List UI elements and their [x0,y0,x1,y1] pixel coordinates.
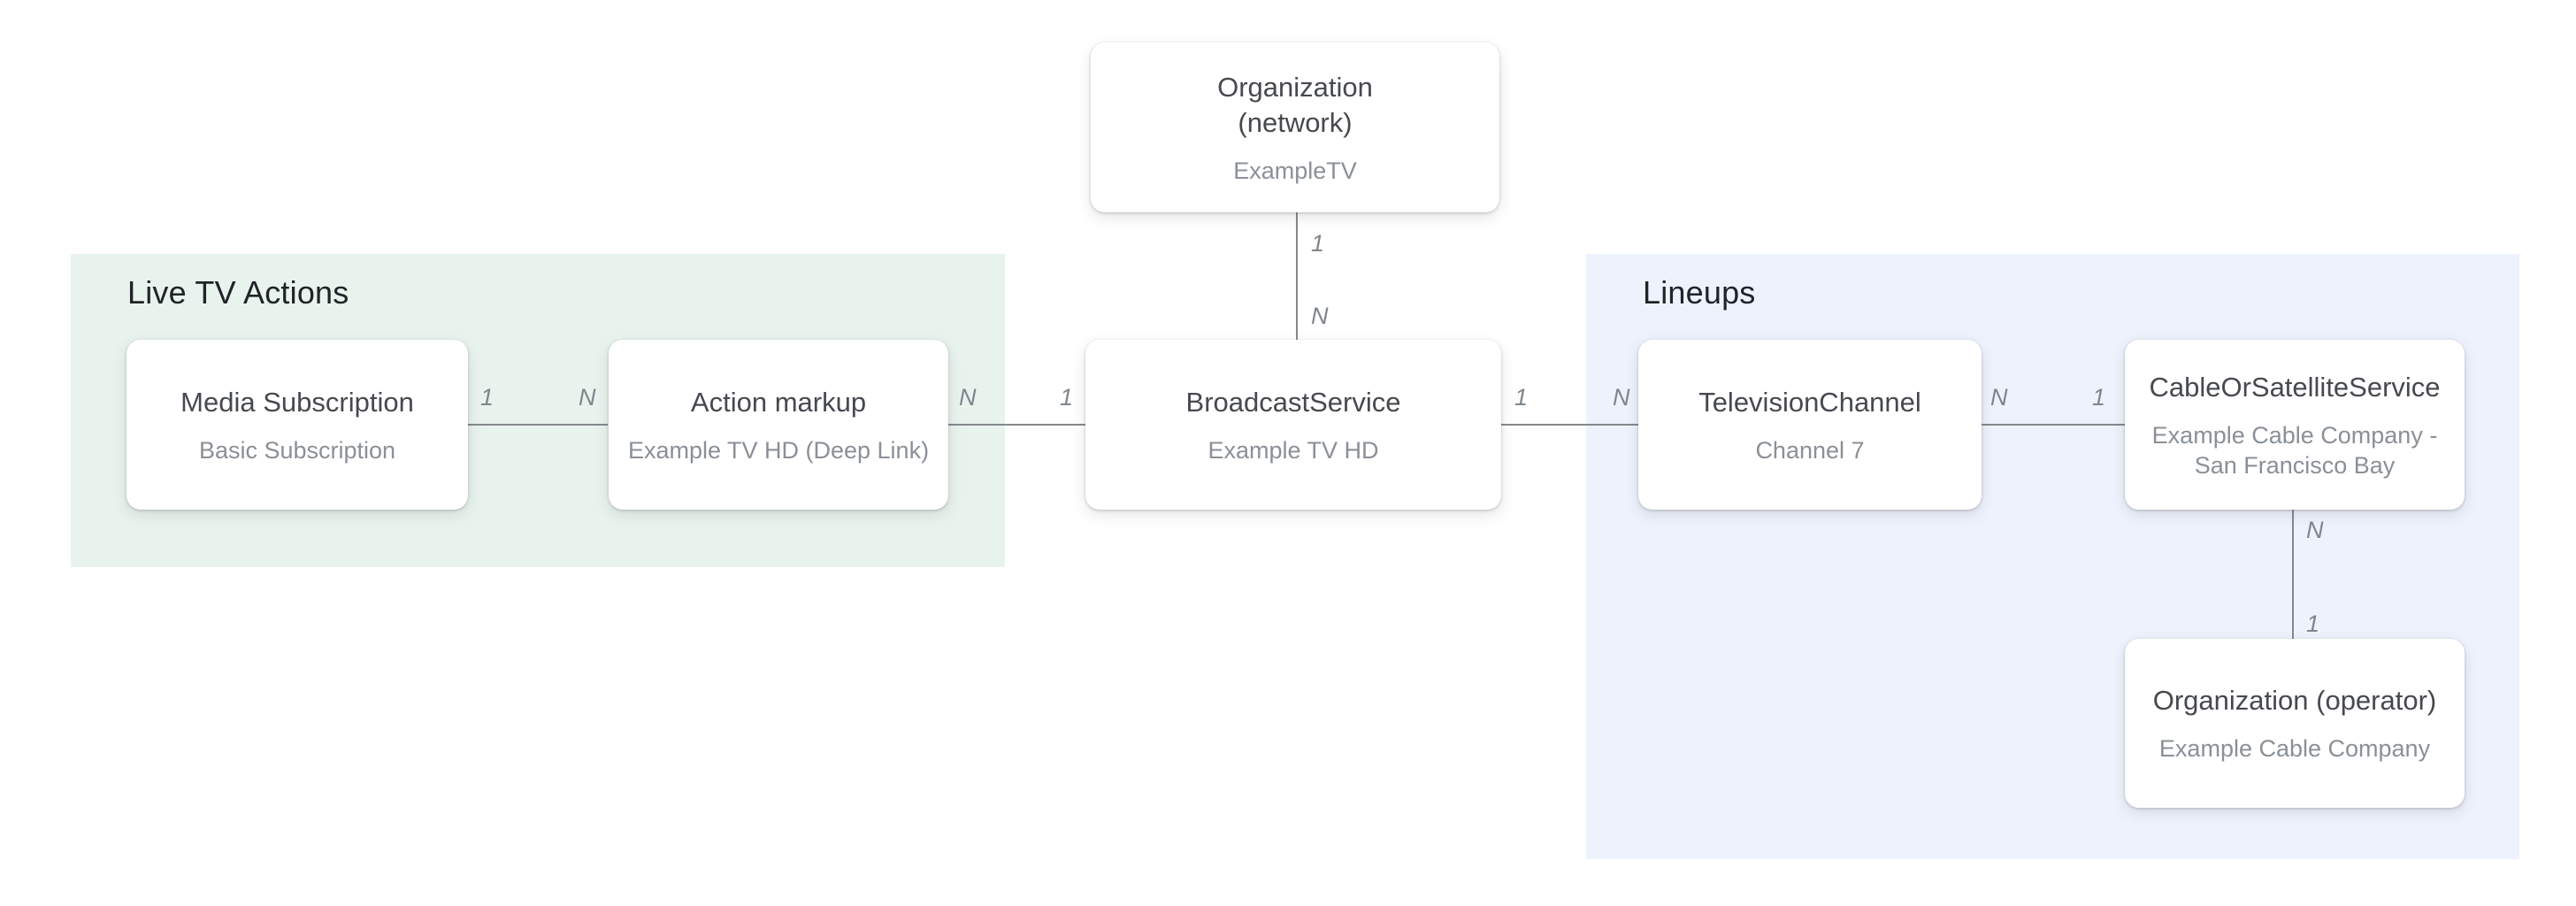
edge-mediasubscription-to-actionmarkup [468,424,608,426]
edge-network-to-broadcastservice [1296,212,1298,341]
edge-televisionchannel-to-cableservice [1982,424,2125,426]
cardinality-label: 1 [1060,384,1074,411]
node-title: Organization (operator) [2152,685,2437,716]
cardinality-label: N [1613,384,1630,411]
cardinality-label: 1 [1514,384,1529,411]
node-title: CableOrSatelliteService [2149,371,2441,403]
edge-broadcastservice-to-televisionchannel [1501,424,1638,426]
node-broadcast-service: BroadcastService Example TV HD [1085,340,1501,510]
node-title: Action markup [690,386,867,418]
node-subtitle: Channel 7 [1755,436,1865,464]
cardinality-label: 1 [2306,610,2320,637]
group-title-live-tv-actions: Live TV Actions [127,274,349,311]
node-subtitle: Example TV HD (Deep Link) [627,436,930,464]
node-media-subscription: Media Subscription Basic Subscription [126,340,468,510]
node-television-channel: TelevisionChannel Channel 7 [1638,340,1982,510]
cardinality-label: 1 [2092,384,2106,411]
node-cable-or-satellite-service: CableOrSatelliteService Example Cable Co… [2125,340,2465,510]
cardinality-label: 1 [480,384,494,411]
cardinality-label: N [579,384,596,411]
node-subtitle: Basic Subscription [198,436,396,464]
cardinality-label: N [959,384,977,411]
node-title: BroadcastService [1185,386,1401,418]
node-subtitle: Example Cable Company - San Francisco Ba… [2151,421,2438,479]
node-organization-operator: Organization (operator) Example Cable Co… [2125,639,2465,808]
node-organization-network: Organization (network) ExampleTV [1091,42,1499,212]
cardinality-label: N [1990,384,2008,411]
node-subtitle: Example Cable Company [2158,735,2431,762]
cardinality-label: N [2306,517,2324,543]
edge-actionmarkup-to-broadcastservice [947,424,1085,426]
node-title: TelevisionChannel [1698,386,1921,418]
cardinality-label: 1 [1311,230,1325,257]
node-title: Organization (network) [1217,71,1373,138]
edge-cableservice-to-operator [2292,510,2294,639]
node-title: Media Subscription [180,386,414,418]
node-action-markup: Action markup Example TV HD (Deep Link) [609,340,948,510]
cardinality-label: N [1311,303,1329,329]
group-title-lineups: Lineups [1643,274,1756,311]
node-subtitle: Example TV HD [1208,436,1379,464]
node-subtitle: ExampleTV [1233,157,1357,184]
